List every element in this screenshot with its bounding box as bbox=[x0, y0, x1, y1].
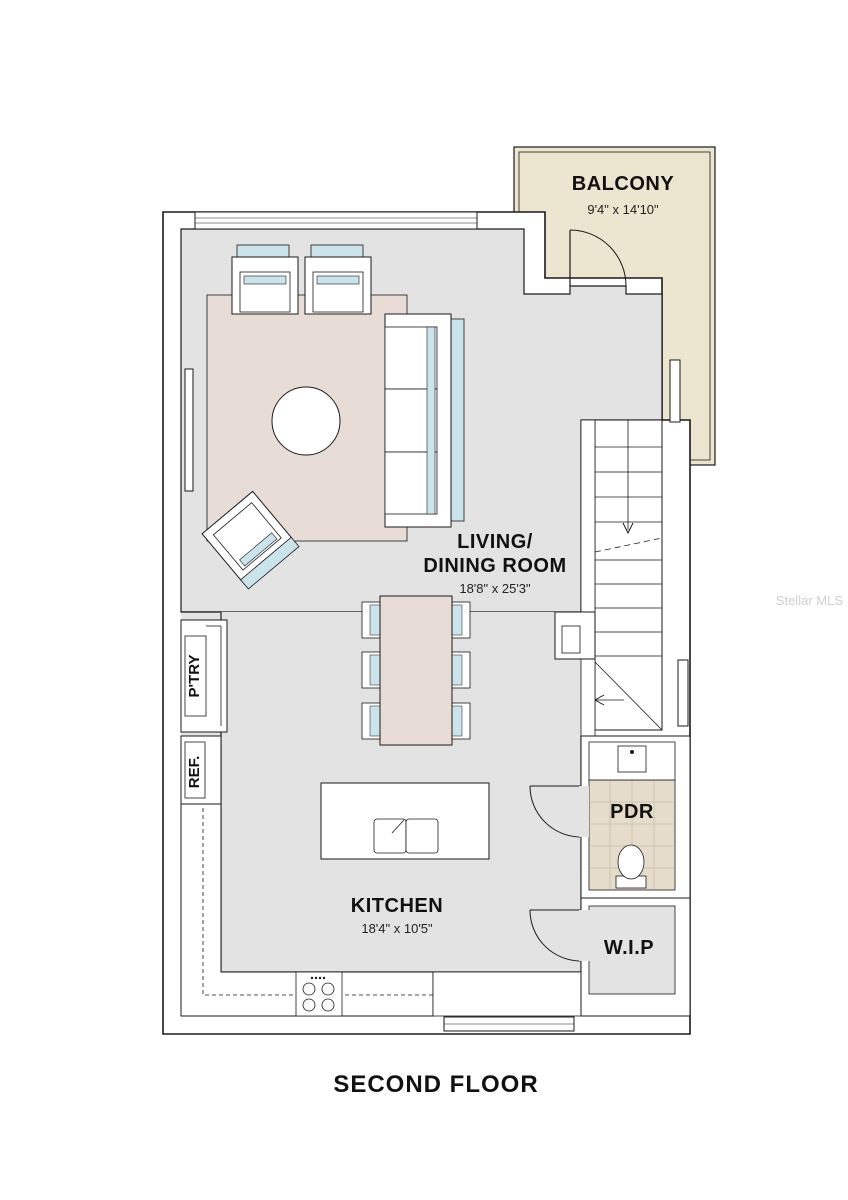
watermark: Stellar MLS bbox=[776, 593, 844, 608]
cooktop bbox=[295, 971, 343, 1017]
pantry-name: P'TRY bbox=[186, 654, 203, 697]
round-coffee-table bbox=[271, 386, 341, 456]
left-window bbox=[184, 368, 194, 492]
walk-in-pantry bbox=[529, 897, 691, 1017]
living-dims: 18'8" x 25'3" bbox=[459, 581, 531, 596]
balcony-door bbox=[569, 229, 627, 287]
living-name-line2: DINING ROOM bbox=[423, 555, 566, 577]
armchair-angled bbox=[201, 490, 300, 590]
bottom-window bbox=[443, 1016, 575, 1032]
staircase bbox=[580, 419, 663, 737]
balcony-dims: 9'4" x 14'10" bbox=[587, 202, 659, 217]
powder-room bbox=[529, 735, 691, 899]
toilet-bowl bbox=[617, 844, 645, 880]
kitchen-island bbox=[320, 782, 490, 860]
right-window bbox=[669, 359, 689, 727]
balcony-name: BALCONY bbox=[572, 173, 675, 195]
wip-name: W.I.P bbox=[604, 937, 654, 959]
armchair-top-left bbox=[231, 244, 299, 315]
sofa bbox=[384, 313, 465, 528]
sink-right bbox=[405, 818, 439, 854]
dining-table bbox=[379, 595, 453, 746]
floor-title: SECOND FLOOR bbox=[333, 1071, 538, 1098]
kitchen-dims: 18'4" x 10'5" bbox=[361, 921, 433, 936]
pantry bbox=[180, 619, 228, 733]
ref-name: REF. bbox=[186, 756, 203, 789]
vanity-sink bbox=[617, 745, 647, 773]
top-window bbox=[194, 211, 478, 230]
sink-left bbox=[373, 818, 407, 854]
armchair-top-right bbox=[304, 244, 372, 315]
kitchen-counter bbox=[180, 803, 582, 1017]
refrigerator bbox=[180, 735, 222, 805]
kitchen-name: KITCHEN bbox=[351, 895, 443, 917]
column-nub bbox=[554, 611, 596, 660]
dining-set bbox=[361, 595, 471, 746]
living-name-line1: LIVING/ bbox=[457, 531, 533, 553]
pdr-name: PDR bbox=[610, 801, 654, 823]
